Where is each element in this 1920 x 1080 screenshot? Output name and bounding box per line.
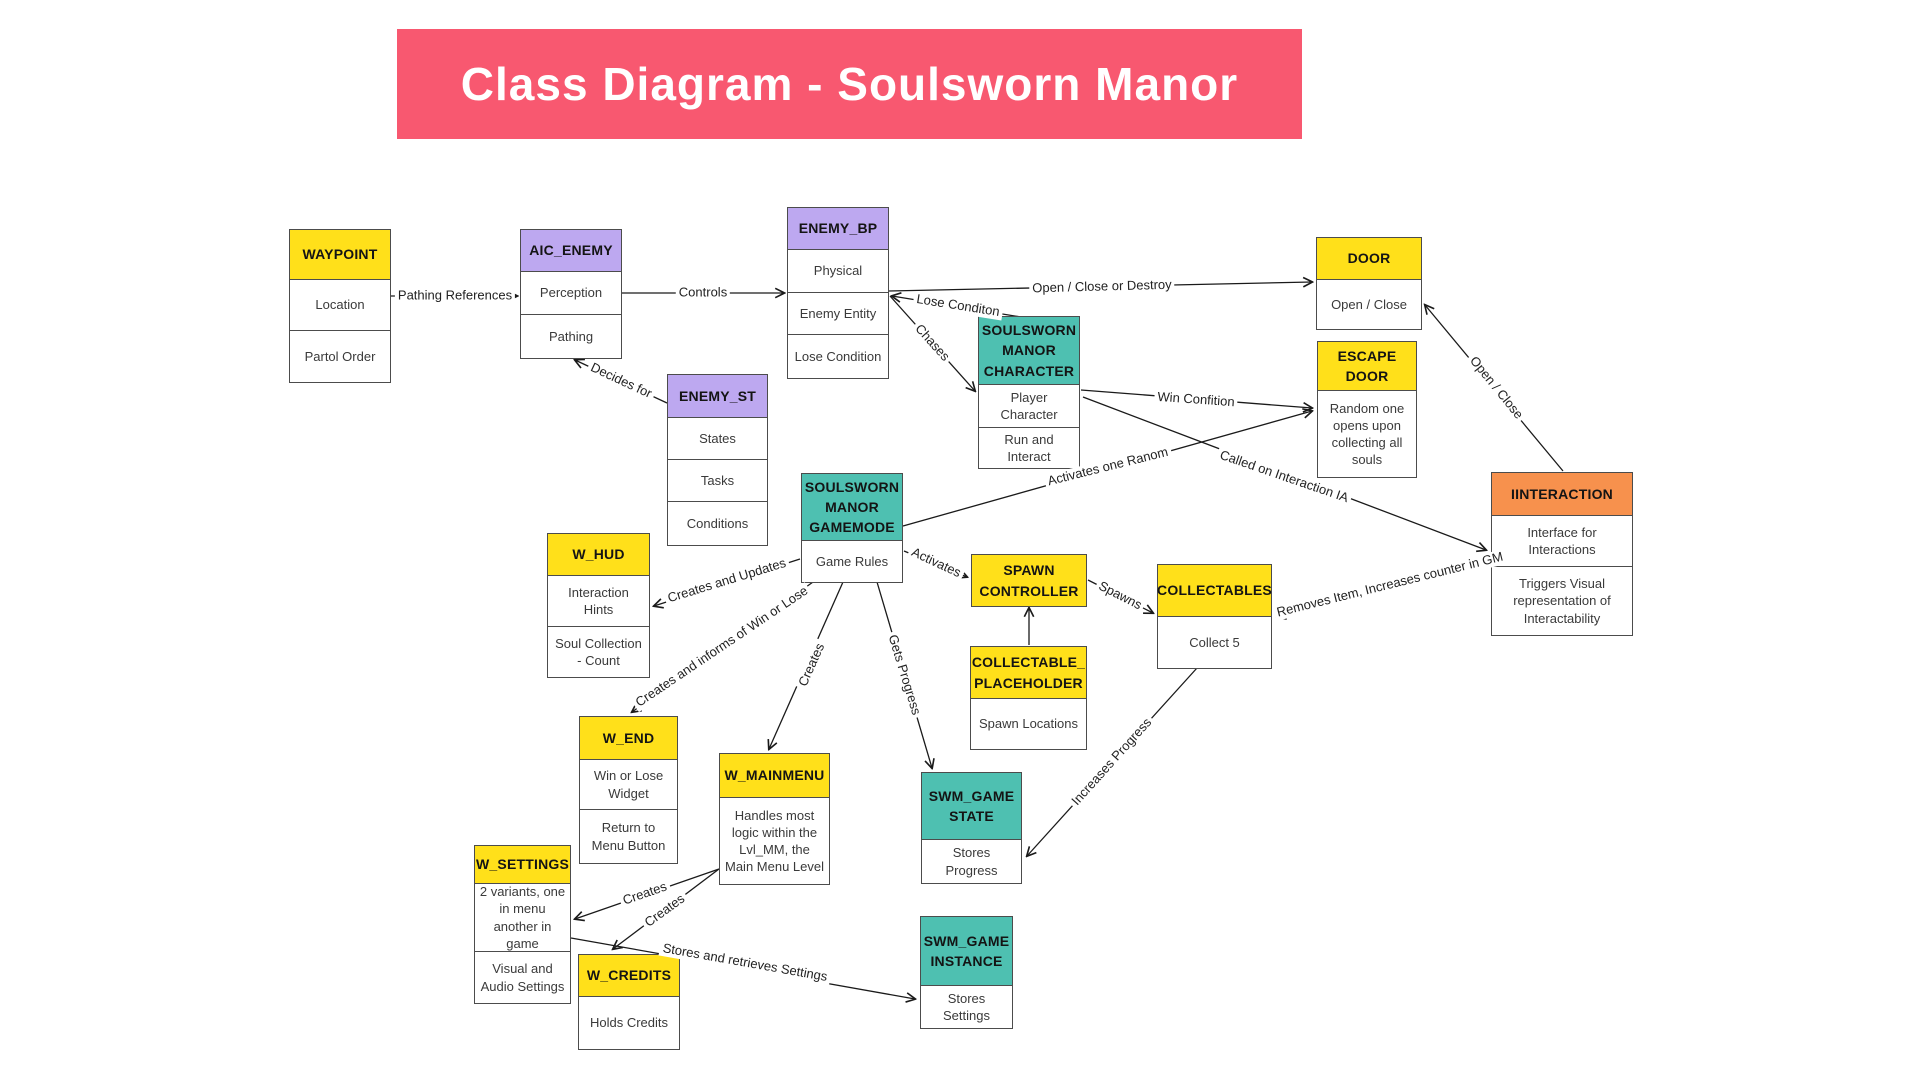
edge-label-controls: Controls — [675, 285, 731, 301]
edge-label-pathing-references: Pathing References — [394, 288, 516, 304]
class-box-aic-enemy: AIC_ENEMY Perception Pathing — [520, 229, 622, 359]
class-box-spawn-controller: SPAWN CONTROLLER — [971, 554, 1087, 607]
class-box-row: Enemy Entity — [788, 293, 888, 335]
class-box-row: Player Character — [979, 385, 1079, 428]
class-box-row: Interaction Hints — [548, 576, 649, 627]
class-box-title: SOULSWORN MANOR CHARACTER — [979, 317, 1079, 385]
class-box-row: Game Rules — [815, 553, 889, 569]
class-box-escape-door: ESCAPE DOOR Random one opens upon collec… — [1317, 341, 1417, 478]
class-box-w-settings: W_SETTINGS 2 variants, one in menu anoth… — [474, 845, 571, 1004]
class-box-title: W_END — [580, 717, 677, 760]
class-box-title: W_HUD — [548, 534, 649, 576]
class-box-door: DOOR Open / Close — [1316, 237, 1422, 330]
class-box-row: Run and Interact — [1004, 431, 1054, 464]
class-box-collectable-placeholder: COLLECTABLE_ PLACEHOLDER Spawn Locations — [970, 646, 1087, 750]
class-box-row: Perception — [521, 272, 621, 315]
class-box-row: Interface for Interactions — [1492, 516, 1632, 567]
class-box-title: W_MAINMENU — [720, 754, 829, 798]
class-box-row: 2 variants, one in menu another in game — [475, 884, 570, 952]
class-box-row: Open / Close — [1331, 296, 1407, 312]
class-box-title: W_CREDITS — [579, 955, 679, 997]
class-box-row: Return to Menu Button — [591, 820, 666, 853]
class-box-w-mainmenu: W_MAINMENU Handles most logic within the… — [719, 753, 830, 885]
class-box-swm-game-state: SWM_GAME STATE Stores Progress — [921, 772, 1022, 884]
class-box-title: WAYPOINT — [290, 230, 390, 280]
page-title: Class Diagram - Soulsworn Manor — [460, 58, 1239, 110]
class-box-title: W_SETTINGS — [475, 846, 570, 884]
class-box-w-hud: W_HUD Interaction Hints Soul Collection … — [547, 533, 650, 678]
class-box-row: States — [668, 418, 767, 460]
class-box-title: COLLECTABLES — [1157, 565, 1272, 617]
class-box-row: Win or Lose Widget — [580, 760, 677, 810]
class-box-row: Partol Order — [304, 348, 376, 364]
class-box-title: COLLECTABLE_ PLACEHOLDER — [971, 647, 1086, 699]
class-box-row: Collect 5 — [1189, 634, 1240, 650]
class-box-soulsworn-manor-gamemode: SOULSWORN MANOR GAMEMODE Game Rules — [801, 473, 903, 583]
class-box-enemy-st: ENEMY_ST States Tasks Conditions — [667, 374, 768, 546]
class-box-row: Tasks — [668, 460, 767, 502]
class-box-row: Spawn Locations — [978, 716, 1078, 732]
class-box-title: SWM_GAME STATE — [922, 773, 1021, 840]
class-box-row: Pathing — [548, 328, 594, 344]
class-box-row: Conditions — [686, 515, 749, 531]
class-box-collectables: COLLECTABLES Collect 5 — [1157, 564, 1272, 669]
class-box-soulsworn-manor-character: SOULSWORN MANOR CHARACTER Player Charact… — [978, 316, 1080, 469]
class-box-iinteraction: IINTERACTION Interface for Interactions … — [1491, 472, 1633, 636]
class-box-row: Lose Condition — [794, 348, 882, 364]
class-box-title: AIC_ENEMY — [521, 230, 621, 272]
class-box-title: ENEMY_BP — [788, 208, 888, 250]
class-box-enemy-bp: ENEMY_BP Physical Enemy Entity Lose Cond… — [787, 207, 889, 379]
class-box-waypoint: WAYPOINT Location Partol Order — [289, 229, 391, 383]
class-box-title: SWM_GAME INSTANCE — [921, 917, 1012, 986]
class-box-title: SPAWN CONTROLLER — [972, 555, 1086, 606]
class-box-w-end: W_END Win or Lose Widget Return to Menu … — [579, 716, 678, 864]
class-box-row: Random one opens upon collecting all sou… — [1329, 400, 1405, 468]
class-box-row: Stores Progress — [945, 845, 998, 878]
class-box-row: Holds Credits — [589, 1015, 669, 1031]
class-box-row: Soul Collection - Count — [555, 635, 642, 668]
class-box-row: Triggers Visual representation of Intera… — [1513, 576, 1611, 626]
class-box-row: Physical — [788, 250, 888, 293]
class-box-row: Location — [290, 280, 390, 331]
title-banner: Class Diagram - Soulsworn Manor — [397, 29, 1302, 139]
class-box-title: DOOR — [1317, 238, 1421, 280]
class-box-row: Stores Settings — [943, 990, 990, 1023]
class-box-w-credits: W_CREDITS Holds Credits — [578, 954, 680, 1050]
class-box-title: IINTERACTION — [1492, 473, 1632, 516]
class-box-title: ESCAPE DOOR — [1318, 342, 1416, 391]
class-box-swm-game-instance: SWM_GAME INSTANCE Stores Settings — [920, 916, 1013, 1029]
class-box-title: ENEMY_ST — [668, 375, 767, 418]
class-box-title: SOULSWORN MANOR GAMEMODE — [802, 474, 902, 541]
class-box-row: Handles most logic within the Lvl_MM, th… — [725, 807, 824, 875]
class-box-row: Visual and Audio Settings — [480, 961, 565, 994]
